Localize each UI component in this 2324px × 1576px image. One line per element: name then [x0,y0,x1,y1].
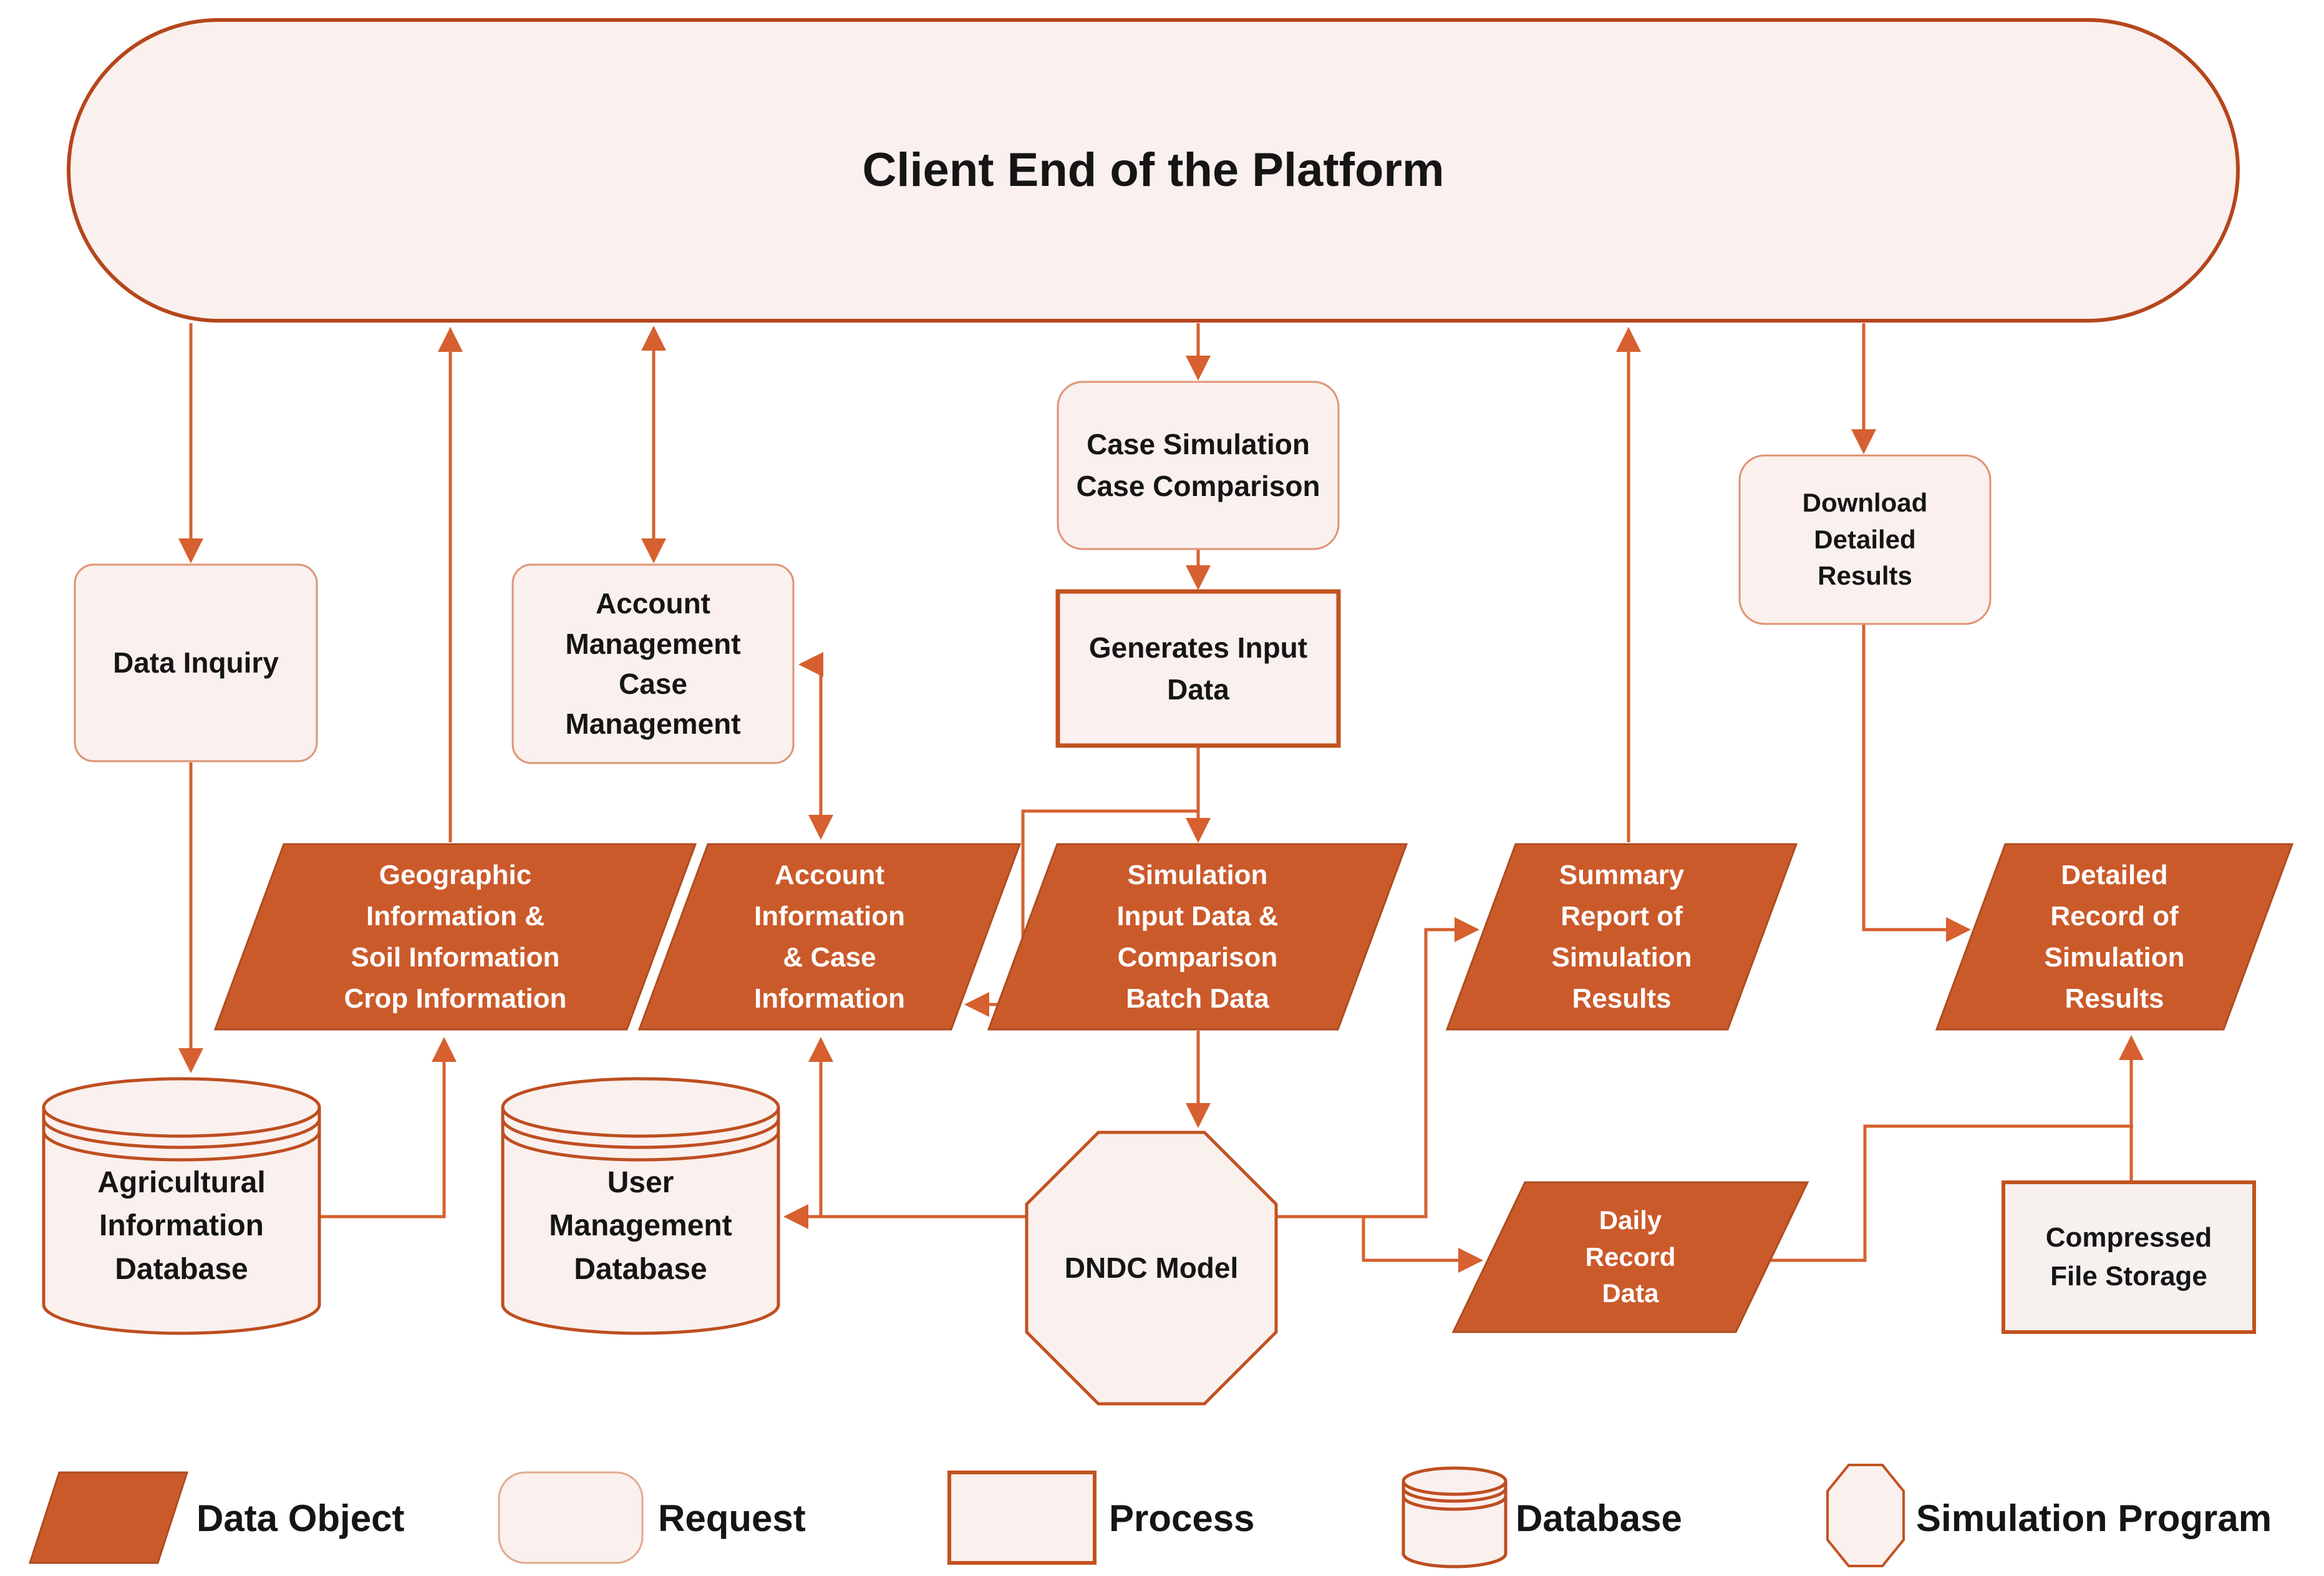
client-end-banner-shape [67,18,2240,323]
detailed-record-parallelogram [1935,843,2294,1031]
arrow-agri-db-to-geo-info [321,1037,457,1218]
client-end-banner-title: Client End of the Platform [862,143,1445,197]
legend-data-object-label: Data Object [196,1497,405,1539]
user-db-label: User Management Database [549,1165,732,1286]
user-db-cylinder-body [501,1107,780,1335]
data-inquiry-label: Data Inquiry [113,646,279,679]
daily-record-label: Daily Record Data [1585,1205,1676,1308]
case-simulation-label: Case Simulation Case Comparison [1076,428,1320,502]
case-simulation-box [1057,381,1340,550]
generates-input-box [1055,589,1341,748]
sim-input-label: Simulation Input Data & Comparison Batch… [1116,859,1279,1014]
dndc-model-label: DNDC Model [1064,1252,1239,1285]
account-management-box [511,563,795,764]
geo-info-parallelogram [213,843,697,1031]
legend-data-object-shape [28,1471,189,1564]
summary-report-label: Summary Report of Simulation Results [1551,859,1692,1014]
arrow-generates-input-to-account-info [964,809,1198,1017]
legend-process-shape [947,1471,1097,1565]
summary-report-parallelogram [1445,843,1798,1031]
geo-info-label: Geographic Information & Soil Informatio… [344,859,567,1014]
detailed-record-label: Detailed Record of Simulation Results [2044,859,2185,1014]
generates-input-label: Generates Input Data [1088,631,1308,706]
daily-record-parallelogram [1451,1181,1809,1333]
agri-db-label: Agricultural Information Database [97,1165,266,1286]
agri-db-cylinder-ring1 [42,1118,321,1149]
legend-simulation-program-shape [1826,1464,1905,1567]
arrow-account-management-account-info-bidirectional [798,652,833,840]
agri-db-cylinder-ring2 [42,1131,321,1162]
legend-database-ring2 [1402,1496,1508,1511]
account-info-parallelogram [637,843,1022,1031]
download-results-box [1738,454,1992,625]
line-daily-record-to-junction [1770,1124,2133,1262]
legend-database-body [1402,1481,1508,1569]
legend-database-label: Database [1516,1497,1682,1539]
dndc-model-octagon [1025,1131,1278,1406]
user-db-cylinder-ring2 [501,1131,780,1162]
legend-process-label: Process [1109,1497,1255,1539]
arrow-download-results-to-detailed-record [1862,624,1971,942]
download-results-label: Download Detailed Results [1802,487,1928,591]
legend-database-ring1 [1402,1487,1508,1503]
legend-simulation-program-label: Simulation Program [1916,1497,2272,1539]
arrow-dndc-to-daily-record [1362,1217,1483,1273]
legend-database-top [1402,1466,1508,1496]
user-db-cylinder-top [501,1077,780,1138]
legend-request-label: Request [658,1497,806,1539]
compressed-storage-label: Compressed File Storage [2045,1222,2212,1291]
agri-db-cylinder-body [42,1107,321,1335]
user-db-cylinder-ring1 [501,1118,780,1149]
agri-db-cylinder-top [42,1077,321,1138]
legend-request-shape [498,1471,644,1564]
data-inquiry-box [74,563,318,762]
compressed-storage-box [2002,1180,2256,1334]
account-management-label: Account Management Case Management [565,587,741,741]
arrow-dndc-to-summary-report [1276,917,1479,1218]
sim-input-parallelogram [987,843,1408,1031]
account-info-label: Account Information & Case Information [754,859,905,1014]
